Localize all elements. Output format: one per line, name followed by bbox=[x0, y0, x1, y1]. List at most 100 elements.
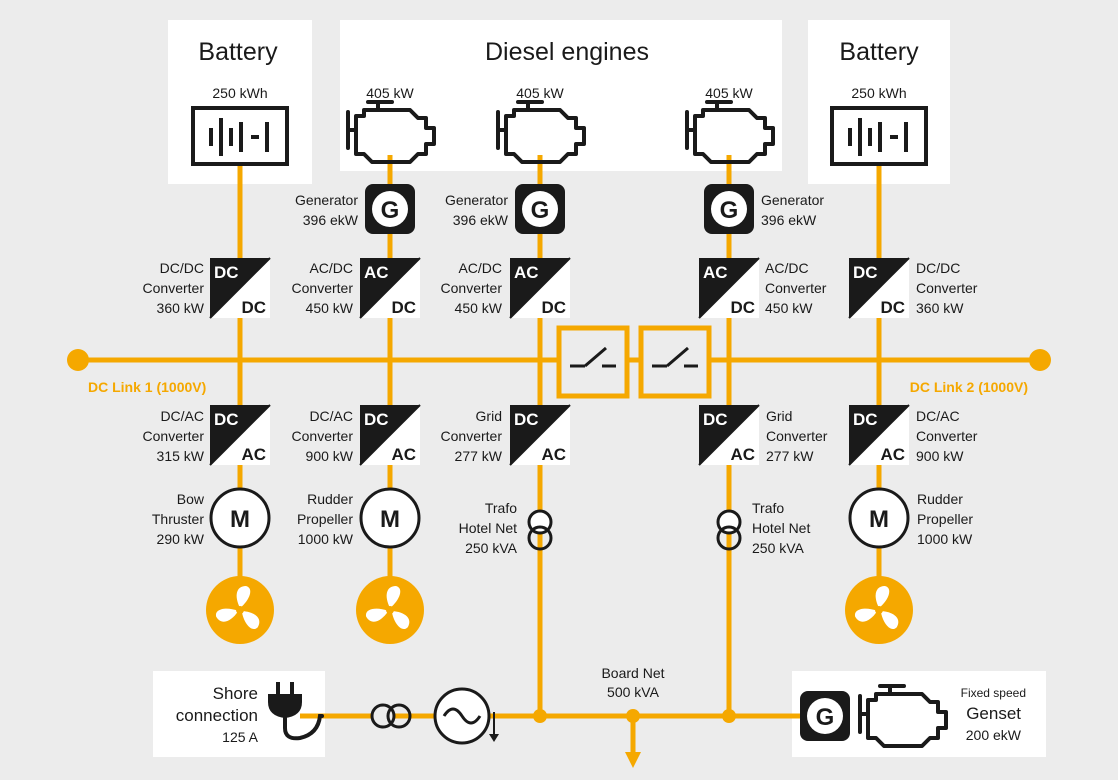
converter-bottom: DC bbox=[241, 298, 266, 317]
converter-top: AC bbox=[364, 263, 389, 282]
dc-link-1-label: DC Link 1 (1000V) bbox=[88, 379, 206, 395]
trafo-label: Hotel Net bbox=[752, 520, 810, 536]
converter-top: DC bbox=[214, 263, 239, 282]
trafo-rating: 250 kVA bbox=[465, 540, 518, 556]
battery-right-title: Battery bbox=[839, 38, 919, 66]
motor-label: Bow bbox=[177, 491, 205, 507]
converter-label: Converter bbox=[292, 428, 354, 444]
genset-type: Fixed speed bbox=[961, 686, 1026, 700]
converter-label: Converter bbox=[441, 280, 503, 296]
converter-icon: AC DC bbox=[509, 257, 571, 319]
converter-type: DC/AC bbox=[160, 408, 204, 424]
converter-label: Converter bbox=[916, 280, 978, 296]
converter-icon: DC DC bbox=[848, 257, 910, 319]
motor-label: Propeller bbox=[917, 511, 973, 527]
converter-rating: 900 kW bbox=[916, 448, 964, 464]
converter-rating: 360 kW bbox=[157, 300, 205, 316]
motor-label: Propeller bbox=[297, 511, 353, 527]
engine-power: 405 kW bbox=[366, 85, 414, 101]
converter-type: AC/DC bbox=[765, 260, 809, 276]
converter-type: DC/AC bbox=[309, 408, 353, 424]
converter-rating: 450 kW bbox=[455, 300, 503, 316]
propeller-icon bbox=[206, 576, 274, 644]
converter-top: DC bbox=[853, 410, 878, 429]
generator-symbol: G bbox=[381, 197, 400, 224]
generator-label: Generator bbox=[761, 192, 824, 208]
converter-bottom: AC bbox=[730, 445, 755, 464]
motor-label: Thruster bbox=[152, 511, 204, 527]
battery-left-title: Battery bbox=[198, 38, 278, 66]
converter-rating: 450 kW bbox=[765, 300, 813, 316]
board-net-label: Board Net bbox=[601, 665, 664, 681]
converter-top: DC bbox=[853, 263, 878, 282]
motor-symbol: M bbox=[380, 506, 400, 533]
converter-bottom: AC bbox=[880, 445, 905, 464]
motor-symbol: M bbox=[869, 506, 889, 533]
trafo-label: Hotel Net bbox=[459, 520, 517, 536]
busbar-ends bbox=[67, 349, 1051, 768]
converter-top: DC bbox=[214, 410, 239, 429]
generator-label: Generator bbox=[295, 192, 358, 208]
transformer-icon bbox=[527, 509, 553, 551]
engines-panel bbox=[340, 20, 782, 171]
propeller-icon bbox=[356, 576, 424, 644]
plug-icon bbox=[268, 682, 324, 741]
shore-transformer-icon bbox=[370, 703, 412, 729]
converter-bottom: DC bbox=[541, 298, 566, 317]
motor-rating: 1000 kW bbox=[917, 531, 973, 547]
battery-icon bbox=[191, 106, 289, 166]
converter-icon: DC AC bbox=[848, 404, 910, 466]
genset-symbol: G bbox=[816, 704, 835, 731]
converter-rating: 450 kW bbox=[306, 300, 354, 316]
transformer-icon bbox=[716, 509, 742, 551]
motor-rating: 1000 kW bbox=[298, 531, 354, 547]
bus-tie-switch bbox=[652, 346, 698, 368]
propeller-icon bbox=[845, 576, 913, 644]
converter-bottom: DC bbox=[880, 298, 905, 317]
engines-title: Diesel engines bbox=[485, 38, 649, 66]
converter-rating: 360 kW bbox=[916, 300, 964, 316]
engine-power: 405 kW bbox=[705, 85, 753, 101]
converter-bottom: DC bbox=[391, 298, 416, 317]
converter-bottom: AC bbox=[241, 445, 266, 464]
trafo-label: Trafo bbox=[485, 500, 517, 516]
motor-icon: M bbox=[359, 487, 421, 549]
converter-label: Converter bbox=[143, 428, 205, 444]
converter-type: DC/DC bbox=[916, 260, 960, 276]
trafo-rating: 250 kVA bbox=[752, 540, 805, 556]
converter-bottom: AC bbox=[541, 445, 566, 464]
converter-type: DC/AC bbox=[916, 408, 960, 424]
converter-top: DC bbox=[364, 410, 389, 429]
frequency-converter-icon bbox=[433, 687, 499, 745]
generator-rating: 396 ekW bbox=[303, 212, 359, 228]
converter-type: Grid bbox=[766, 408, 792, 424]
battery-icon bbox=[830, 106, 928, 166]
converter-icon: DC AC bbox=[209, 404, 271, 466]
generator-symbol: G bbox=[531, 197, 550, 224]
bus-tie-switch bbox=[570, 346, 616, 368]
battery-left-capacity: 250 kWh bbox=[212, 85, 267, 101]
shore-label: Shore bbox=[213, 684, 258, 703]
dc-link-2-label: DC Link 2 (1000V) bbox=[910, 379, 1028, 395]
converter-icon: AC DC bbox=[359, 257, 421, 319]
converter-type: AC/DC bbox=[309, 260, 353, 276]
converter-rating: 277 kW bbox=[766, 448, 814, 464]
generator-label: Generator bbox=[445, 192, 508, 208]
converter-label: Converter bbox=[292, 280, 354, 296]
motor-icon: M bbox=[209, 487, 271, 549]
converter-icon: DC AC bbox=[698, 404, 760, 466]
trafo-label: Trafo bbox=[752, 500, 784, 516]
converter-label: Converter bbox=[765, 280, 827, 296]
generator-icon: G bbox=[515, 184, 565, 234]
motor-label: Rudder bbox=[307, 491, 353, 507]
converter-top: AC bbox=[703, 263, 728, 282]
battery-right-capacity: 250 kWh bbox=[851, 85, 906, 101]
engine-power: 405 kW bbox=[516, 85, 564, 101]
motor-label: Rudder bbox=[917, 491, 963, 507]
converter-top: AC bbox=[514, 263, 539, 282]
genset-generator-icon: G bbox=[800, 691, 850, 741]
converter-bottom: DC bbox=[730, 298, 755, 317]
converter-label: Converter bbox=[143, 280, 205, 296]
converter-type: Grid bbox=[476, 408, 502, 424]
